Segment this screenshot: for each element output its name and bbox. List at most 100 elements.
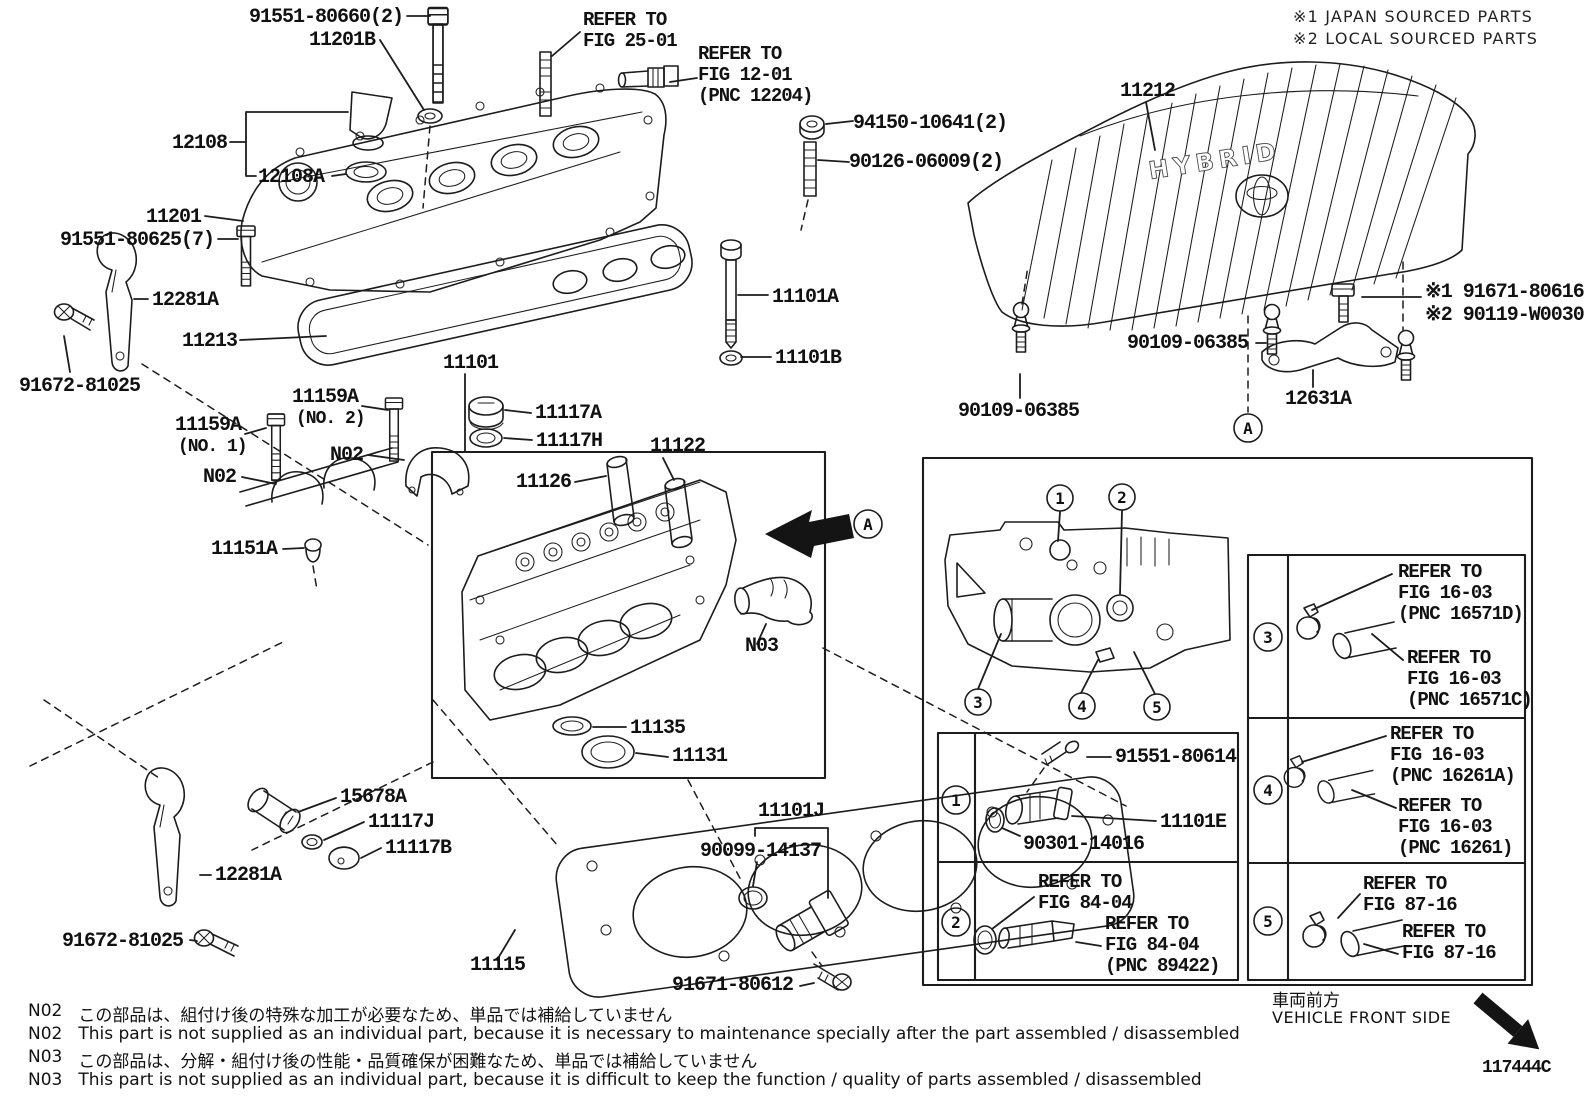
vehicle-front-en: VEHICLE FRONT SIDE: [1272, 1008, 1452, 1027]
part-label-12631A[interactable]: 12631A: [1285, 388, 1352, 411]
view-marker-a-main[interactable]: A: [853, 509, 883, 539]
part-label-90301-14016[interactable]: 90301-14016: [1023, 833, 1145, 856]
note-label-n03[interactable]: N03: [745, 635, 779, 658]
engine-cover-drawing: HYBRID: [967, 61, 1476, 331]
part-label-91551-80625[interactable]: 91551-80625(7): [60, 229, 215, 252]
legend-line-1: ※1 JAPAN SOURCED PARTS: [1293, 7, 1534, 26]
part-label-90119-W0030[interactable]: ※2 90119-W0030: [1425, 304, 1585, 327]
ref-fig-16-03-16261[interactable]: REFER TO FIG 16-03 (PNC 16261): [1398, 796, 1513, 859]
callout-table-4[interactable]: 4: [1253, 775, 1283, 805]
callout-2[interactable]: 2: [1108, 483, 1136, 511]
callout-table-5[interactable]: 5: [1253, 906, 1283, 936]
ref-fig-84-04-a[interactable]: REFER TO FIG 84-04: [1038, 872, 1133, 914]
part-label-11122[interactable]: 11122: [650, 435, 706, 458]
part-label-11101B[interactable]: 11101B: [775, 347, 842, 370]
part-label-12281A-lower[interactable]: 12281A: [215, 864, 282, 887]
part-label-11159A-no1[interactable]: 11159A: [175, 414, 242, 437]
ref-line: (PNC 89422): [1105, 955, 1220, 977]
ref-line: REFER TO: [698, 43, 782, 65]
part-label-11115[interactable]: 11115: [470, 954, 526, 977]
part-label-91671-80616[interactable]: ※1 91671-80616: [1425, 281, 1585, 304]
ref-fig-16-03-16261A[interactable]: REFER TO FIG 16-03 (PNC 16261A): [1390, 723, 1516, 787]
part-label-90109-06385-lower[interactable]: 90109-06385: [958, 400, 1080, 423]
inset-clamp-row5: [1302, 911, 1327, 948]
ref-line: FIG 25-01: [583, 30, 678, 52]
ball-stud-90109-far-right-drawing: [1396, 329, 1416, 381]
part-label-91672-81025-lower[interactable]: 91672-81025: [62, 930, 184, 953]
part-label-11212[interactable]: 11212: [1120, 80, 1176, 103]
part-label-11101J[interactable]: 11101J: [758, 800, 825, 823]
part-label-12281A-upper[interactable]: 12281A: [152, 289, 219, 312]
part-label-11117B[interactable]: 11117B: [385, 837, 452, 860]
note-label-n02-left[interactable]: N02: [203, 466, 237, 489]
bolt-91551-80660-drawing: [426, 6, 450, 104]
part-label-90109-06385-right[interactable]: 90109-06385: [1127, 332, 1249, 355]
cover-gasket-drawing: [297, 224, 693, 366]
part-label-11126[interactable]: 11126: [516, 471, 572, 494]
part-label-91551-80614[interactable]: 91551-80614: [1115, 746, 1237, 769]
ball-stud-90109-right-drawing: [1262, 303, 1282, 355]
part-label-11101A[interactable]: 11101A: [772, 286, 839, 309]
stud-90126-drawing: [803, 141, 817, 197]
callout-table-1[interactable]: 1: [941, 785, 971, 815]
oring-90099-drawing: [738, 886, 768, 910]
callout-3[interactable]: 3: [964, 688, 992, 716]
part-label-11117A[interactable]: 11117A: [535, 402, 602, 425]
ref-fig-16-03-16571C[interactable]: REFER TO FIG 16-03 (PNC 16571C): [1407, 648, 1533, 711]
ref-line: FIG 87-16: [1363, 894, 1458, 916]
footnote-code: N02: [28, 1001, 63, 1021]
ref-fig-87-16-b[interactable]: REFER TO FIG 87-16: [1402, 922, 1497, 964]
coil-boot-12108-drawing: [345, 91, 393, 183]
part-label-11117H[interactable]: 11117H: [536, 430, 603, 453]
part-label-11201B[interactable]: 11201B: [309, 29, 376, 52]
ball-stud-90109-lower-drawing: [1011, 301, 1031, 353]
part-label-11159A-no2-sub: (NO. 2): [296, 409, 366, 429]
part-label-11101[interactable]: 11101: [443, 352, 499, 375]
part-label-90126-06009[interactable]: 90126-06009(2): [849, 151, 1004, 174]
part-label-11135[interactable]: 11135: [630, 717, 686, 740]
bolt-91671-80616-drawing: [1331, 283, 1355, 323]
inset-pipe-row4: [1314, 769, 1376, 807]
part-label-11201[interactable]: 11201: [146, 206, 202, 229]
part-label-12108A[interactable]: 12108A: [258, 166, 325, 189]
part-label-11213[interactable]: 11213: [182, 330, 238, 353]
ref-fig-84-04-b[interactable]: REFER TO FIG 84-04 (PNC 89422): [1105, 914, 1220, 977]
callout-4[interactable]: 4: [1068, 692, 1096, 720]
ref-fig-16-03-16571D[interactable]: REFER TO FIG 16-03 (PNC 16571D): [1398, 562, 1524, 625]
ref-fig-12-01[interactable]: REFER TO FIG 12-01 (PNC 12204): [698, 43, 813, 107]
engine-cover-badge: HYBRID: [1147, 137, 1283, 185]
callout-table-3[interactable]: 3: [1253, 622, 1283, 652]
view-marker-a-inset[interactable]: A: [1233, 413, 1263, 443]
part-label-11131[interactable]: 11131: [672, 745, 728, 768]
head-gasket-drawing: [555, 776, 1135, 998]
knock-sensor-drawing: [775, 889, 849, 952]
callout-table-2[interactable]: 2: [941, 907, 971, 937]
footnote-text: この部品は、分解・組付け後の性能・品質確保が困難なため、単品では補給していません: [78, 1052, 758, 1072]
part-label-11101E[interactable]: 11101E: [1160, 811, 1227, 834]
part-label-90099-14137[interactable]: 90099-14137: [700, 840, 822, 863]
callout-number: 1: [951, 791, 961, 810]
ref-line: (PNC 16571D): [1398, 603, 1524, 625]
ref-fig-25-01[interactable]: REFER TO FIG 25-01: [583, 10, 678, 52]
part-label-12108[interactable]: 12108: [172, 132, 228, 155]
ref-line: REFER TO: [1363, 873, 1447, 895]
bracket-12281A-lower-drawing: [144, 767, 186, 907]
callout-5[interactable]: 5: [1143, 693, 1171, 721]
bolt-11159A-no2-drawing: [384, 397, 404, 462]
part-label-91671-80612[interactable]: 91671-80612: [672, 974, 794, 997]
part-label-91551-80660[interactable]: 91551-80660(2): [249, 6, 404, 29]
ref-fig-87-16-a[interactable]: REFER TO FIG 87-16: [1363, 873, 1458, 916]
ref-line: REFER TO: [1390, 723, 1474, 745]
part-label-91672-81025-upper[interactable]: 91672-81025: [19, 375, 141, 398]
callout-1[interactable]: 1: [1046, 484, 1074, 512]
inset-pipe-row3: [1328, 621, 1397, 662]
gasket-11117J-drawing: [301, 834, 323, 850]
gasket-11117H-drawing: [469, 428, 503, 448]
part-label-15678A[interactable]: 15678A: [340, 786, 407, 809]
note-label-n02-upper[interactable]: N02: [330, 444, 364, 467]
part-label-11159A-no2[interactable]: 11159A: [292, 386, 359, 409]
part-label-11117J[interactable]: 11117J: [368, 811, 435, 834]
part-label-94150-10641[interactable]: 94150-10641(2): [853, 112, 1008, 135]
part-label-11151A[interactable]: 11151A: [211, 538, 278, 561]
